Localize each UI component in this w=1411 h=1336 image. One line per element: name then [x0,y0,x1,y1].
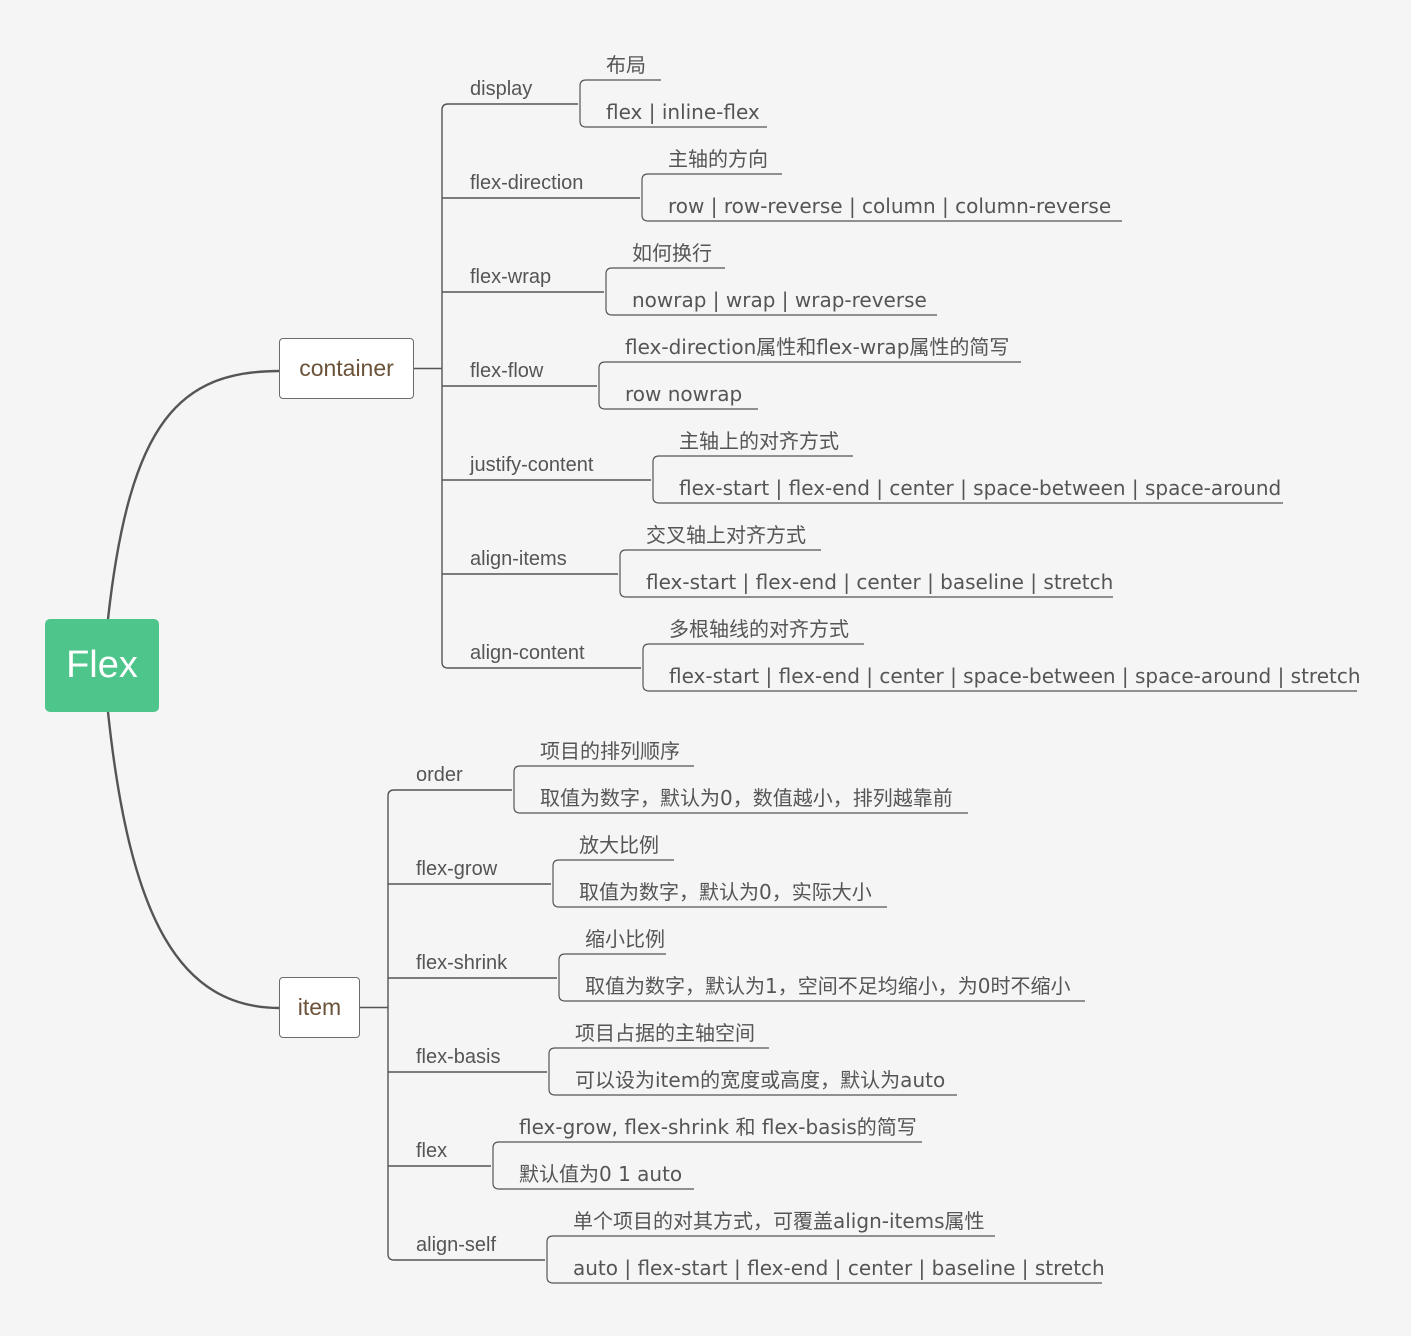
values-underline [652,496,1283,504]
values-underline [552,900,887,908]
values-underline [548,1088,957,1096]
prop-label-order[interactable]: order [416,764,463,786]
desc-underline [641,173,782,181]
prop-description: 放大比例 [579,833,659,857]
prop-description: 布局 [606,53,646,77]
prop-values: row | row-reverse | column | column-reve… [668,194,1112,218]
desc-underline [492,1141,922,1149]
prop-label-align-content[interactable]: align-content [470,642,585,664]
values-underline [619,590,1113,598]
prop-underline [441,103,578,111]
prop-label-flex-shrink[interactable]: flex-shrink [416,952,508,974]
desc-underline [579,79,661,87]
prop-description: 缩小比例 [585,927,665,951]
prop-label-flex-wrap[interactable]: flex-wrap [470,266,552,288]
desc-underline [513,765,694,773]
desc-underline [652,455,853,463]
prop-values: 取值为数字，默认为1，空间不足均缩小，为0时不缩小 [585,974,1071,998]
prop-description: 如何换行 [632,241,712,265]
values-underline [546,1276,1102,1284]
prop-values: nowrap | wrap | wrap-reverse [632,288,927,312]
desc-underline [558,953,666,961]
prop-values: flex-start | flex-end | center | space-b… [679,476,1282,500]
branch-node-item[interactable]: item [279,977,360,1038]
root-node[interactable]: Flex [45,619,159,712]
prop-values: flex-start | flex-end | center | baselin… [646,570,1114,594]
values-underline [598,402,758,410]
values-underline [513,806,968,814]
values-underline [605,308,937,316]
desc-underline [605,267,725,275]
prop-values: flex-start | flex-end | center | space-b… [669,664,1361,688]
prop-description: 多根轴线的对齐方式 [669,617,849,641]
prop-underline [441,661,641,669]
prop-label-justify-content[interactable]: justify-content [470,454,594,476]
prop-description: flex-direction属性和flex-wrap属性的简写 [625,335,1010,359]
values-underline [642,684,1357,692]
prop-label-flex-basis[interactable]: flex-basis [416,1046,501,1068]
prop-values: 默认值为0 1 auto [519,1162,683,1186]
desc-underline [642,643,864,651]
prop-description: 项目的排列顺序 [540,739,680,763]
root-to-item-curve [106,711,281,1010]
values-underline [641,214,1122,222]
prop-values: 取值为数字，默认为0，数值越小，排列越靠前 [540,786,953,810]
desc-underline [552,859,674,867]
values-underline [492,1182,694,1190]
desc-underline [546,1235,995,1243]
prop-underline [387,789,512,797]
prop-description: 交叉轴上对齐方式 [646,523,806,547]
prop-label-flex-direction[interactable]: flex-direction [470,172,584,194]
prop-values: row nowrap [625,382,743,406]
prop-label-display[interactable]: display [470,78,533,100]
branch-node-container[interactable]: container [279,338,414,399]
prop-description: 主轴上的对齐方式 [679,429,839,453]
desc-underline [598,361,1021,369]
prop-description: 主轴的方向 [668,147,768,171]
prop-values: 可以设为item的宽度或高度，默认为auto [575,1068,946,1092]
values-underline [579,120,767,128]
prop-values: flex | inline-flex [606,100,760,124]
prop-underline [387,1253,545,1261]
values-underline [558,994,1085,1002]
prop-label-align-self[interactable]: align-self [416,1234,497,1256]
desc-underline [619,549,821,557]
prop-label-align-items[interactable]: align-items [470,548,567,570]
prop-label-flex-grow[interactable]: flex-grow [416,858,498,880]
prop-label-flex[interactable]: flex [416,1140,448,1162]
prop-description: flex-grow, flex-shrink 和 flex-basis的简写 [519,1115,917,1139]
prop-values: auto | flex-start | flex-end | center | … [573,1256,1105,1280]
desc-underline [548,1047,769,1055]
prop-values: 取值为数字，默认为0，实际大小 [579,880,872,904]
prop-description: 项目占据的主轴空间 [575,1021,755,1045]
prop-description: 单个项目的对其方式，可覆盖align-items属性 [573,1209,985,1233]
root-to-container-curve [106,369,281,620]
prop-label-flex-flow[interactable]: flex-flow [470,360,544,382]
